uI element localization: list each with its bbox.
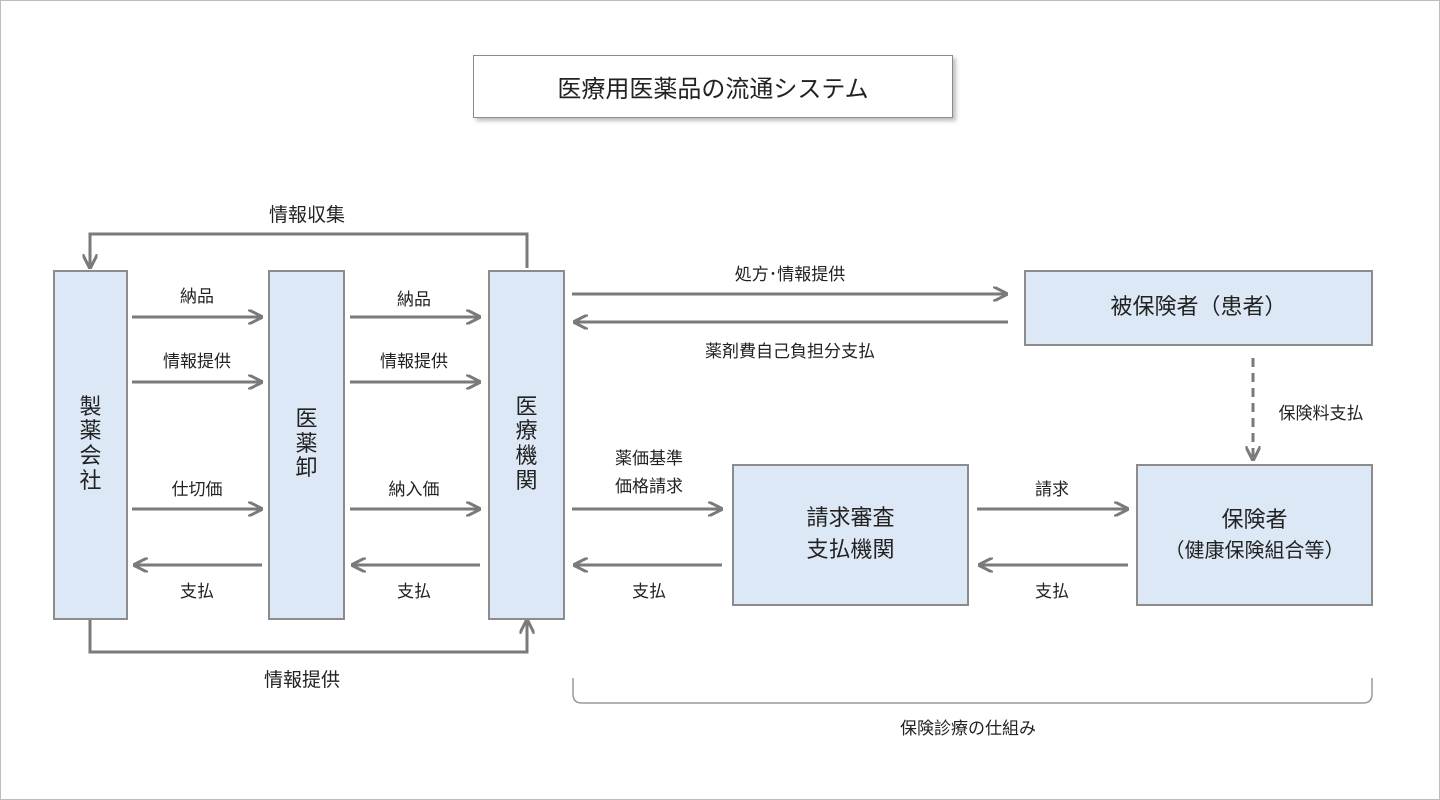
payment-1-label: 支払 <box>180 582 214 602</box>
delivery-2-label: 納品 <box>397 290 431 310</box>
wholesaler-box: 医薬卸 <box>268 270 345 620</box>
copay-label: 薬剤費自己負担分支払 <box>705 342 875 362</box>
manufacturer-label: 製薬会社 <box>79 394 102 494</box>
claim-label: 請求 <box>1035 480 1069 500</box>
wholesaler-label: 医薬卸 <box>295 407 318 482</box>
insurance-brace <box>572 678 1373 704</box>
insured-label: 被保険者（患者） <box>1110 295 1287 321</box>
insurer-label-line2: （健康保険組合等） <box>1164 538 1345 563</box>
delivery-1-label: 納品 <box>180 287 214 307</box>
prescription-label: 処方･情報提供 <box>734 265 846 285</box>
medical-institution-label: 医療機関 <box>515 394 538 494</box>
sale-price-label: 仕切価 <box>171 480 223 500</box>
diagram-title: 医療用医薬品の流通システム <box>473 55 953 118</box>
drug-price-label-line2: 価格請求 <box>615 477 683 497</box>
insurer-box: 保険者 （健康保険組合等） <box>1136 464 1373 606</box>
insurance-mechanism-label: 保険診療の仕組み <box>900 719 1036 739</box>
info-collection-arrow <box>90 232 529 268</box>
payment-3-label: 支払 <box>632 582 666 602</box>
manufacturer-box: 製薬会社 <box>53 270 128 620</box>
purchase-price-label: 納入価 <box>388 480 440 500</box>
review-org-label-line2: 支払機関 <box>806 538 895 563</box>
info-provision-2-label: 情報提供 <box>380 352 448 372</box>
review-org-box: 請求審査 支払機関 <box>732 464 969 606</box>
payment-2-label: 支払 <box>397 582 431 602</box>
info-provision-1-label: 情報提供 <box>163 352 231 372</box>
payment-4-label: 支払 <box>1035 582 1069 602</box>
drug-price-label-line1: 薬価基準 <box>615 449 683 469</box>
insurer-label-line1: 保険者 <box>1221 507 1288 533</box>
insured-box: 被保険者（患者） <box>1024 270 1373 346</box>
diagram-title-text: 医療用医薬品の流通システム <box>557 75 869 103</box>
info-provision-bottom-label: 情報提供 <box>264 669 341 691</box>
premium-label: 保険料支払 <box>1278 404 1364 424</box>
info-provision-bottom-arrow <box>88 620 527 654</box>
info-collection-label: 情報収集 <box>269 204 346 226</box>
review-org-label-line1: 請求審査 <box>806 506 895 532</box>
medical-institution-box: 医療機関 <box>488 270 565 620</box>
